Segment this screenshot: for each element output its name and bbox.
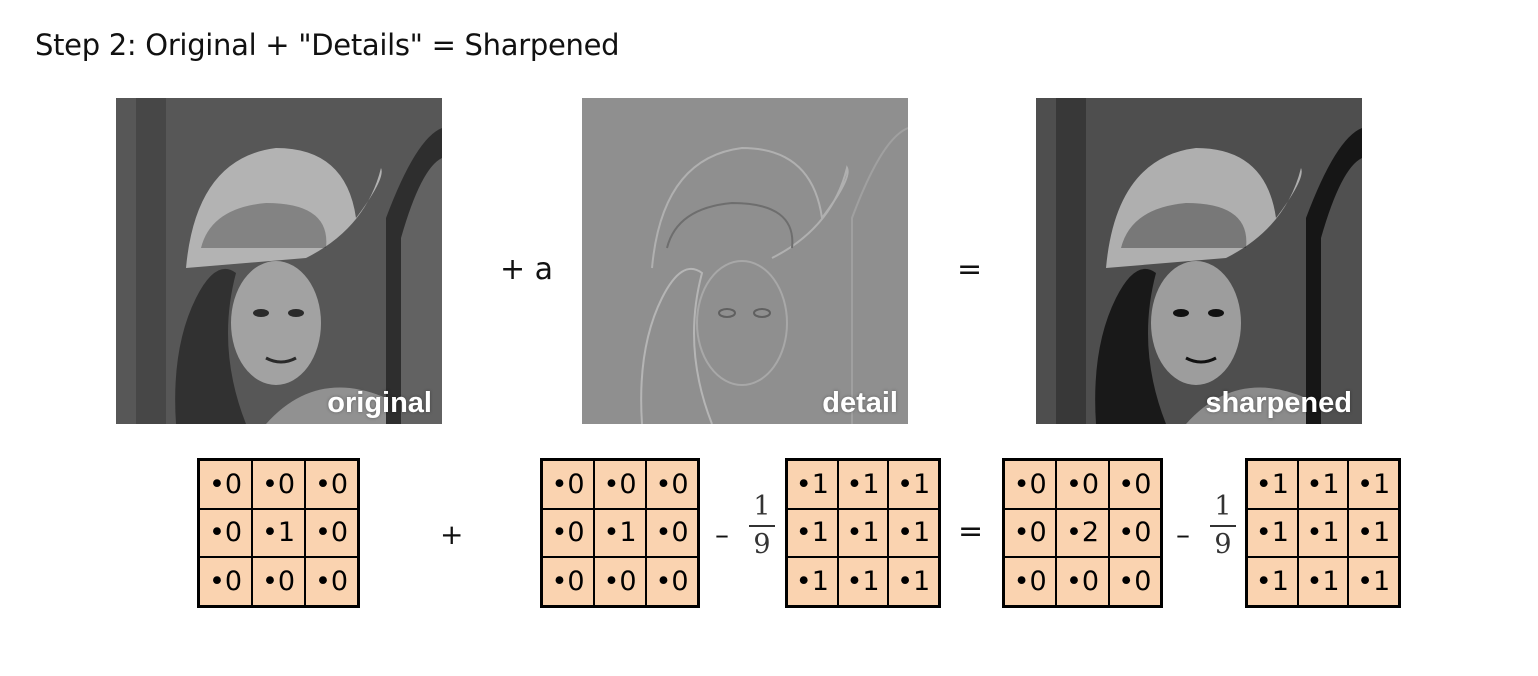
sharpened-image: sharpened bbox=[1036, 98, 1362, 424]
detail-photo bbox=[582, 98, 908, 424]
kernel-cell: •0 bbox=[200, 509, 251, 557]
kernel-cell: •1 bbox=[1349, 461, 1398, 508]
kernel-cell: •0 bbox=[1005, 509, 1056, 557]
kernel-cell: •0 bbox=[253, 461, 304, 508]
kernel-cell: •0 bbox=[1005, 461, 1056, 508]
kernel-cell: •0 bbox=[595, 461, 645, 508]
original-photo bbox=[116, 98, 442, 424]
fraction-1-bar bbox=[749, 525, 775, 527]
kernel-cell: •1 bbox=[889, 509, 938, 557]
kernel-cell: •1 bbox=[788, 461, 837, 508]
kernel-cell: •2 bbox=[1057, 509, 1108, 557]
sharpened-photo bbox=[1036, 98, 1362, 424]
kernel-cell: •1 bbox=[1298, 509, 1348, 557]
fraction-2-denominator: 9 bbox=[1214, 529, 1232, 560]
kernel-cell: •1 bbox=[838, 461, 888, 508]
kernel-cell: •0 bbox=[1057, 558, 1108, 605]
box-blur-kernel: •1•1•1•1•1•1•1•1•1 bbox=[785, 458, 941, 608]
kernel-cell: •0 bbox=[306, 509, 357, 557]
fraction-1-denominator: 9 bbox=[753, 529, 771, 560]
kernel-cell: •0 bbox=[543, 558, 593, 605]
kernel-cell: •0 bbox=[1005, 558, 1056, 605]
kernel-cell: •0 bbox=[306, 461, 357, 508]
kernel-cell: •1 bbox=[788, 558, 837, 605]
kernel-cell: •1 bbox=[889, 461, 938, 508]
kernel-cell: •1 bbox=[1298, 461, 1348, 508]
equals-operator-top: = bbox=[957, 252, 983, 287]
kernel-cell: •0 bbox=[1109, 558, 1160, 605]
identity-kernel: •0•0•0•0•1•0•0•0•0 bbox=[197, 458, 360, 608]
kernel-cell: •1 bbox=[1298, 558, 1348, 605]
kernel-cell: •0 bbox=[200, 558, 251, 605]
original-caption: original bbox=[327, 387, 432, 419]
kernel-cell: •1 bbox=[889, 558, 938, 605]
slide-title: Step 2: Original + "Details" = Sharpened bbox=[35, 28, 620, 62]
kernel-cell: •0 bbox=[647, 509, 697, 557]
kernel-cell: •0 bbox=[306, 558, 357, 605]
sharpened-caption: sharpened bbox=[1205, 387, 1352, 419]
detail-image: detail bbox=[582, 98, 908, 424]
detail-caption: detail bbox=[822, 387, 898, 419]
fraction-2-numerator: 1 bbox=[1214, 491, 1232, 522]
minus-operator-2: – bbox=[1176, 518, 1190, 551]
plus-operator: + bbox=[440, 518, 464, 551]
fraction-one-ninth-2: 1 9 bbox=[1210, 492, 1236, 560]
kernel-cell: •0 bbox=[543, 461, 593, 508]
kernel-cell: •1 bbox=[253, 509, 304, 557]
kernel-cell: •0 bbox=[1057, 461, 1108, 508]
kernel-cell: •0 bbox=[647, 558, 697, 605]
kernel-cell: •1 bbox=[1248, 509, 1297, 557]
plus-a-operator: + a bbox=[500, 252, 554, 287]
kernel-cell: •1 bbox=[1248, 461, 1297, 508]
fraction-2-bar bbox=[1210, 525, 1236, 527]
kernel-cell: •1 bbox=[838, 509, 888, 557]
double-identity-kernel: •0•0•0•0•2•0•0•0•0 bbox=[1002, 458, 1163, 608]
kernel-cell: •1 bbox=[1349, 558, 1398, 605]
minus-operator-1: – bbox=[715, 518, 729, 551]
equals-operator-bottom: = bbox=[958, 514, 984, 549]
kernel-cell: •0 bbox=[253, 558, 304, 605]
kernel-cell: •0 bbox=[647, 461, 697, 508]
fraction-1-numerator: 1 bbox=[753, 491, 771, 522]
box-blur-kernel-2: •1•1•1•1•1•1•1•1•1 bbox=[1245, 458, 1401, 608]
kernel-cell: •0 bbox=[200, 461, 251, 508]
kernel-cell: •0 bbox=[1109, 509, 1160, 557]
kernel-cell: •1 bbox=[1248, 558, 1297, 605]
kernel-cell: •0 bbox=[595, 558, 645, 605]
kernel-cell: •0 bbox=[1109, 461, 1160, 508]
kernel-cell: •1 bbox=[1349, 509, 1398, 557]
kernel-cell: •0 bbox=[543, 509, 593, 557]
fraction-one-ninth-1: 1 9 bbox=[749, 492, 775, 560]
identity-kernel-2: •0•0•0•0•1•0•0•0•0 bbox=[540, 458, 700, 608]
kernel-cell: •1 bbox=[788, 509, 837, 557]
kernel-cell: •1 bbox=[595, 509, 645, 557]
original-image: original bbox=[116, 98, 442, 424]
kernel-cell: •1 bbox=[838, 558, 888, 605]
